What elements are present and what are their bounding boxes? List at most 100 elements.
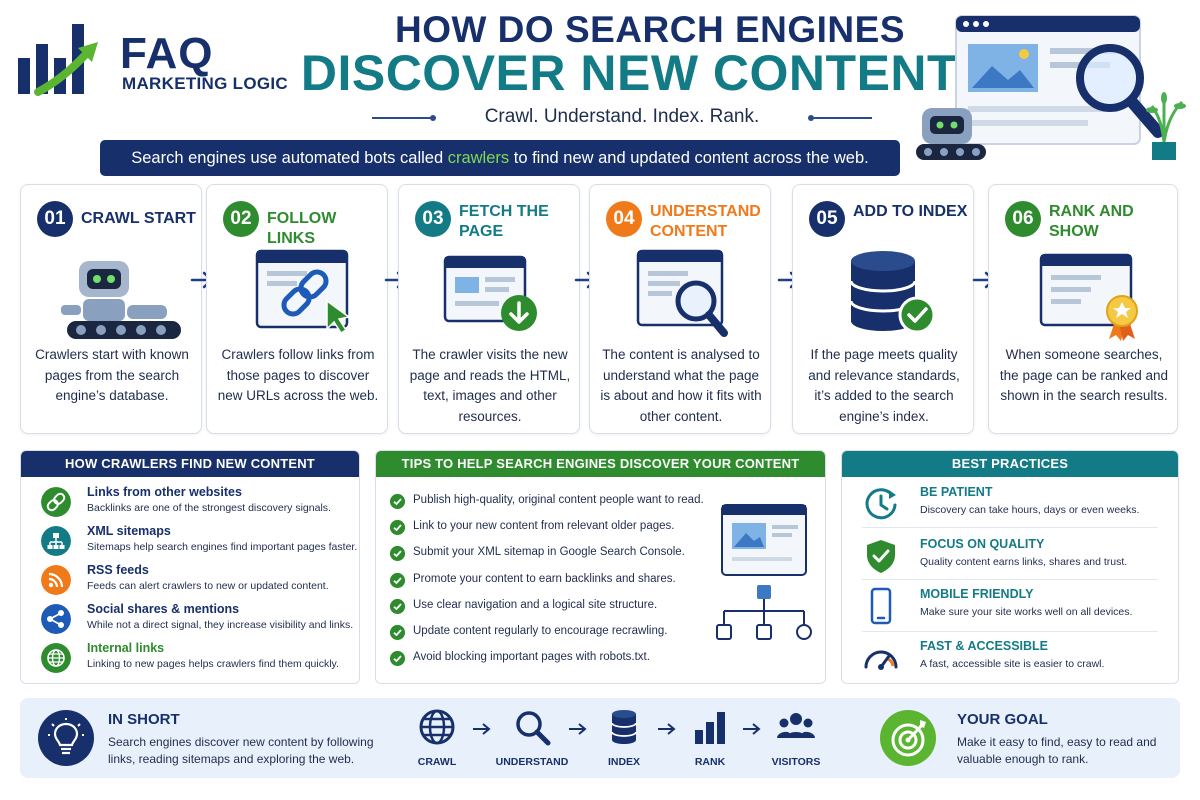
tip-text: Update content regularly to encourage re… bbox=[413, 625, 668, 637]
item-title: XML sitemaps bbox=[87, 524, 171, 538]
bar-chart-arrow-icon bbox=[18, 24, 98, 96]
download-page-icon bbox=[443, 255, 537, 331]
best-practices-panel: BEST PRACTICES BE PATIENT Discovery can … bbox=[841, 450, 1179, 684]
tip-text: Submit your XML sitemap in Google Search… bbox=[413, 546, 685, 558]
step-number: 02 bbox=[223, 201, 259, 237]
item-title: RSS feeds bbox=[87, 563, 149, 577]
step-description: Crawlers start with known pages from the… bbox=[35, 347, 189, 403]
step-number: 04 bbox=[606, 201, 642, 237]
brand-name: FAQ bbox=[120, 29, 214, 78]
item-title: Internal links bbox=[87, 641, 165, 655]
flow-label: UNDERSTAND bbox=[495, 756, 569, 768]
banner-text: Search engines use automated bots called bbox=[131, 149, 448, 167]
tagline: Crawl. Understand. Index. Rank. bbox=[484, 106, 760, 127]
step-description: When someone searches, the page can be r… bbox=[999, 347, 1169, 403]
list-item: Social shares & mentions While not a dir… bbox=[41, 602, 359, 640]
flow-step-visitors: VISITORS bbox=[766, 708, 826, 770]
lightbulb-icon bbox=[38, 710, 94, 766]
item-title: FAST & ACCESSIBLE bbox=[920, 639, 1049, 653]
best-practice-item: MOBILE FRIENDLY Make sure your site work… bbox=[862, 587, 1162, 637]
flow-label: RANK bbox=[694, 756, 726, 768]
best-practice-item: FOCUS ON QUALITY Quality content earns l… bbox=[862, 537, 1162, 587]
list-item: Links from other websites Backlinks are … bbox=[41, 485, 359, 523]
goal-description: Make it easy to find, easy to read and v… bbox=[957, 735, 1157, 766]
step-card-add-to-index: 05 ADD TO INDEX If the page meets qualit… bbox=[792, 184, 974, 434]
check-icon bbox=[390, 625, 405, 640]
tagline-block: Crawl. Understand. Index. Rank. bbox=[372, 106, 872, 128]
flow-label: INDEX bbox=[607, 756, 641, 768]
brand-subtitle: MARKETING LOGIC bbox=[122, 74, 288, 93]
crawlers-panel: HOW CRAWLERS FIND NEW CONTENT Links from… bbox=[20, 450, 360, 684]
list-item: Internal links Linking to new pages help… bbox=[41, 641, 359, 679]
divider bbox=[862, 631, 1158, 632]
rss-icon bbox=[41, 565, 71, 595]
step-card-crawl-start: 01 CRAWL START Crawlers start with known… bbox=[20, 184, 202, 434]
item-desc: Linking to new pages helps crawlers find… bbox=[87, 658, 339, 670]
divider bbox=[862, 527, 1158, 528]
target-icon bbox=[880, 710, 936, 766]
item-desc: While not a direct signal, they increase… bbox=[87, 619, 354, 631]
tips-panel: TIPS TO HELP SEARCH ENGINES DISCOVER YOU… bbox=[375, 450, 826, 684]
magnifier-icon bbox=[516, 711, 551, 746]
item-desc: Discovery can take hours, days or even w… bbox=[920, 504, 1140, 516]
check-icon bbox=[390, 546, 405, 561]
step-card-understand-content: 04 UNDERSTAND CONTENT The content is ana… bbox=[589, 184, 771, 434]
magnifier-icon bbox=[636, 249, 728, 337]
award-page-icon bbox=[1039, 253, 1138, 341]
mobile-icon bbox=[870, 587, 892, 625]
item-title: Social shares & mentions bbox=[87, 602, 240, 616]
arrow-right-icon bbox=[473, 723, 491, 735]
users-icon bbox=[777, 713, 815, 738]
flow-step-index: INDEX bbox=[594, 708, 654, 770]
step-title: FOLLOW LINKS bbox=[267, 210, 337, 247]
database-check-icon bbox=[849, 251, 936, 334]
item-title: BE PATIENT bbox=[920, 485, 993, 499]
tip-text: Promote your content to earn backlinks a… bbox=[413, 573, 676, 585]
check-icon bbox=[390, 573, 405, 588]
check-icon bbox=[390, 599, 405, 614]
step-number: 05 bbox=[809, 201, 845, 237]
hero-illustration bbox=[916, 15, 1186, 160]
step-description: The crawler visits the new page and read… bbox=[409, 347, 571, 424]
divider bbox=[862, 579, 1158, 580]
banner-text-end: to find new and updated content across t… bbox=[509, 149, 869, 167]
step-title: FETCH THE PAGE bbox=[459, 203, 549, 240]
brand-logo: FAQ MARKETING LOGIC bbox=[16, 18, 288, 98]
link-icon bbox=[255, 249, 351, 335]
item-desc: Sitemaps help search engines find import… bbox=[87, 541, 358, 553]
tip-text: Avoid blocking important pages with robo… bbox=[413, 651, 650, 663]
item-desc: Make sure your site works well on all de… bbox=[920, 606, 1133, 618]
gauge-icon bbox=[864, 650, 898, 670]
tip-text: Use clear navigation and a logical site … bbox=[413, 599, 658, 611]
check-icon bbox=[390, 651, 405, 666]
globe-icon bbox=[41, 643, 71, 673]
step-number: 01 bbox=[37, 201, 73, 237]
flow-label: CRAWL bbox=[417, 756, 457, 768]
item-title: MOBILE FRIENDLY bbox=[920, 587, 1034, 601]
step-title: UNDERSTAND CONTENT bbox=[650, 203, 761, 240]
sitemap-icon bbox=[41, 526, 71, 556]
step-number: 06 bbox=[1005, 201, 1041, 237]
globe-icon bbox=[419, 709, 455, 745]
step-description: If the page meets quality and relevance … bbox=[808, 347, 960, 424]
shield-check-icon bbox=[867, 540, 895, 573]
list-item: RSS feeds Feeds can alert crawlers to ne… bbox=[41, 563, 359, 601]
page-title-line2: DISCOVER NEW CONTENT? bbox=[300, 45, 990, 101]
check-icon bbox=[390, 494, 405, 509]
flow-step-crawl: CRAWL bbox=[407, 708, 467, 770]
step-card-follow-links: 02 FOLLOW LINKS Crawlers follow links fr… bbox=[206, 184, 388, 434]
best-practice-item: BE PATIENT Discovery can take hours, day… bbox=[862, 485, 1162, 535]
link-icon bbox=[41, 487, 71, 517]
item-desc: Feeds can alert crawlers to new or updat… bbox=[87, 580, 329, 592]
divider bbox=[808, 115, 872, 121]
panel-heading: HOW CRAWLERS FIND NEW CONTENT bbox=[21, 451, 359, 477]
bar-chart-icon bbox=[695, 712, 725, 744]
step-description: The content is analysed to understand wh… bbox=[600, 347, 762, 424]
robot-icon bbox=[61, 261, 181, 339]
panel-heading: TIPS TO HELP SEARCH ENGINES DISCOVER YOU… bbox=[376, 451, 825, 477]
arrow-right-icon bbox=[569, 723, 587, 735]
step-title: CRAWL START bbox=[81, 210, 196, 227]
page-title-line1: HOW DO SEARCH ENGINES bbox=[394, 9, 906, 50]
banner-highlight: crawlers bbox=[447, 149, 510, 167]
list-item: XML sitemaps Sitemaps help search engine… bbox=[41, 524, 359, 562]
